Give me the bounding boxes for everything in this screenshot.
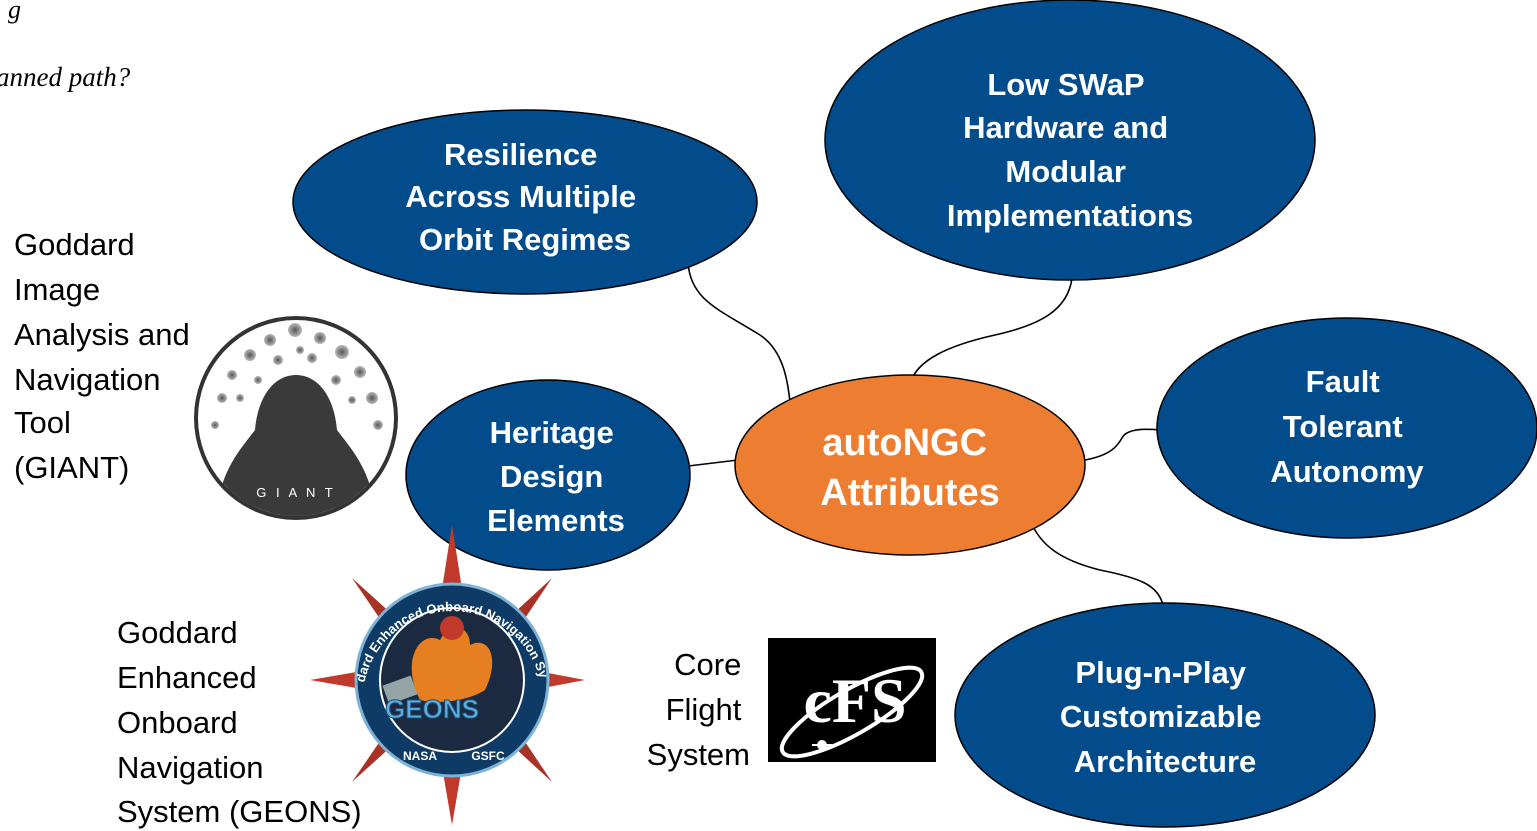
node-low-swap-line1: Low SWaP [987, 67, 1144, 102]
svg-text:Plug-n-Play Customizable: Plug-n-Play Customizable Architecture [1060, 655, 1270, 779]
node-plug-n-play-line1: Plug-n-Play [1075, 655, 1246, 690]
node-fault-tolerant-line3: Autonomy [1270, 454, 1424, 489]
giant-logo-text: G I A N T [256, 485, 336, 500]
node-resilience-line3: Orbit Regimes [419, 222, 631, 257]
giant-label-line4: Navigation [14, 362, 160, 397]
node-heritage: Heritage Design Elements [405, 379, 691, 571]
geons-label-line5: System (GEONS) [117, 794, 362, 829]
node-low-swap-line3: Modular [1005, 154, 1126, 189]
svg-text:Heritage Design El: Heritage Design Elements [487, 415, 625, 538]
svg-text:Resilience Across Multip: Resilience Across Multiple Orbit Regimes [405, 137, 644, 257]
top-text-line2: anned path? [0, 62, 131, 92]
geons-label-line4: Navigation [117, 750, 263, 785]
connector-plug-n-play [1029, 519, 1164, 606]
node-resilience-line2: Across Multiple [405, 179, 636, 214]
connector-resilience [687, 261, 791, 403]
node-plug-n-play: Plug-n-Play Customizable Architecture [954, 602, 1376, 828]
node-low-swap-line4: Implementations [947, 198, 1193, 233]
giant-label: Goddard Image Analysis and Navigation To… [14, 227, 198, 485]
cfs-label-line1: Core [674, 647, 741, 682]
connectors [679, 261, 1164, 606]
giant-label-line1: Goddard [14, 227, 135, 262]
node-center-autongc: autoNGC Attributes [734, 374, 1086, 556]
giant-label-line2: Image [14, 272, 100, 307]
giant-label-line6: (GIANT) [14, 450, 129, 485]
cfs-logo-text: cFS [803, 665, 906, 736]
giant-logo: G I A N T [194, 316, 398, 520]
top-text-line1: g [8, 0, 21, 24]
cfs-label: Core Flight System [647, 647, 750, 772]
node-fault-tolerant: Fault Tolerant Autonomy [1156, 317, 1537, 539]
node-heritage-line3: Elements [487, 503, 625, 538]
svg-text:Low SWaP Hardware and: Low SWaP Hardware and Modular Implementa… [947, 67, 1193, 233]
node-plug-n-play-line3: Architecture [1074, 744, 1257, 779]
connector-low-swap [909, 277, 1073, 386]
geons-logo-text: GEONS [385, 694, 479, 724]
center-node-line2: Attributes [820, 472, 999, 514]
giant-label-line5: Tool [14, 405, 71, 440]
node-plug-n-play-line2: Customizable [1060, 699, 1262, 734]
connector-fault-tolerant [1084, 428, 1161, 461]
geons-label: Goddard Enhanced Onboard Navigation Syst… [117, 615, 362, 829]
cfs-logo: cFS [768, 638, 936, 762]
geons-label-line2: Enhanced [117, 660, 257, 695]
cfs-label-line2: Flight [666, 692, 742, 727]
node-fault-tolerant-line1: Fault [1306, 364, 1380, 399]
node-heritage-line2: Design [500, 459, 603, 494]
geons-logo-nasa: NASA [403, 749, 437, 763]
node-fault-tolerant-line2: Tolerant [1283, 409, 1403, 444]
node-resilience-line1: Resilience [444, 137, 597, 172]
node-heritage-line1: Heritage [490, 415, 614, 450]
geons-label-line1: Goddard [117, 615, 238, 650]
giant-label-line3: Analysis and [14, 317, 190, 352]
svg-text:Fault Tolerant Aut: Fault Tolerant Autonomy [1270, 364, 1424, 489]
node-low-swap: Low SWaP Hardware and Modular Implementa… [824, 0, 1316, 281]
geons-label-line3: Onboard [117, 705, 238, 740]
svg-text:autoNGC Attributes: autoNGC Attributes [820, 422, 999, 514]
geons-logo-gsfc: GSFC [471, 749, 505, 763]
node-resilience: Resilience Across Multiple Orbit Regimes [292, 109, 758, 295]
cfs-label-line3: System [647, 737, 750, 772]
node-low-swap-line2: Hardware and [963, 110, 1168, 145]
center-node-line1: autoNGC [822, 422, 987, 464]
